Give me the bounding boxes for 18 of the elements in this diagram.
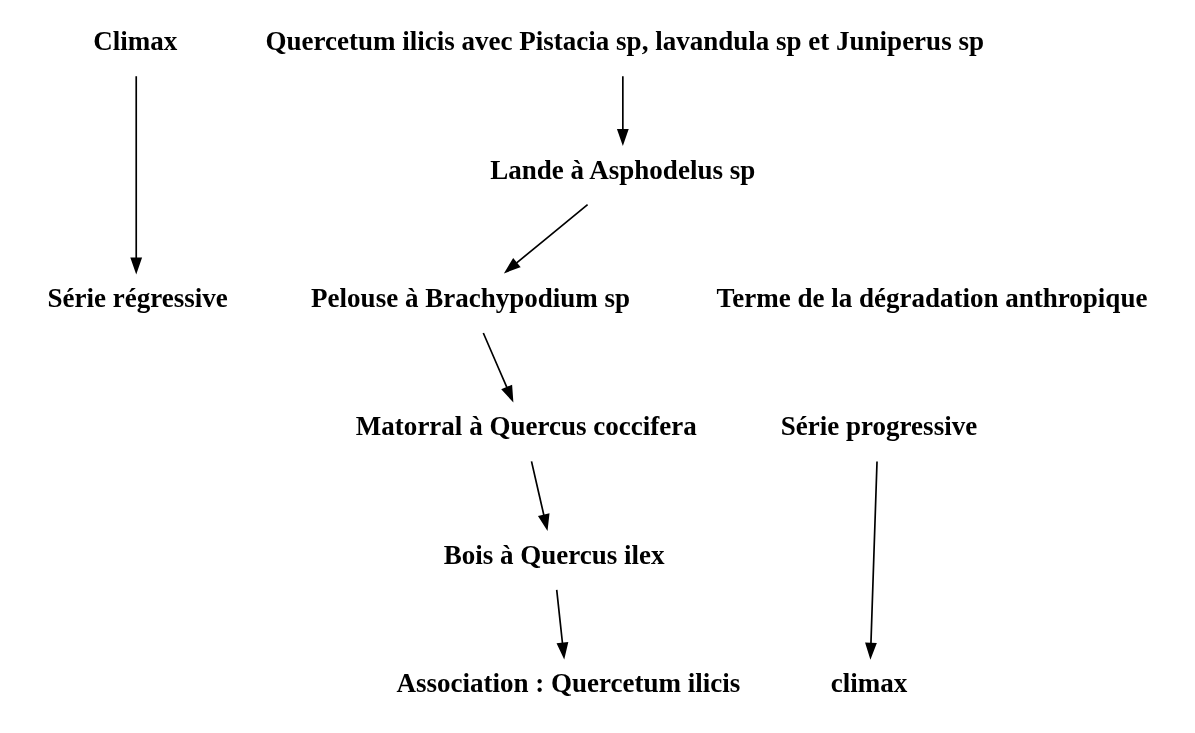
node-text: climax xyxy=(830,668,908,699)
arrow xyxy=(503,203,589,274)
node-text: Matorral à Quercus coccifera xyxy=(355,411,697,442)
arrow xyxy=(482,332,514,403)
arrow xyxy=(555,588,569,660)
node-text: Bois à Quercus ilex xyxy=(443,539,665,570)
node-text: Quercetum ilicis avec Pistacia sp, lavandula sp et Juniperus sp xyxy=(265,26,984,57)
node-text: Association : Quercetum ilicis xyxy=(396,668,741,699)
node-text: Série régressive xyxy=(47,283,228,314)
arrow xyxy=(130,75,143,275)
label: Terme de la dégradation anthropique xyxy=(716,283,1148,314)
node-text: Lande à Asphodelus sp xyxy=(490,154,756,185)
node-text: Pelouse à Brachypodium sp xyxy=(311,283,631,314)
node-text: Série progressive xyxy=(780,411,978,442)
node-text: Climax xyxy=(93,26,178,57)
arrow xyxy=(616,75,629,146)
arrow xyxy=(865,460,878,660)
arrow xyxy=(530,460,550,532)
